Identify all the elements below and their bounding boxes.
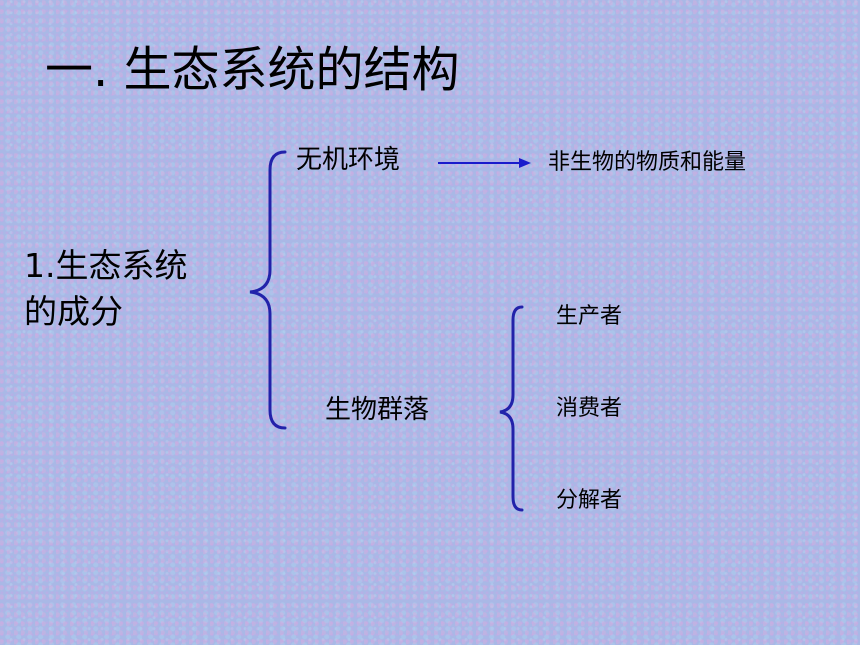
producer-label: 生产者 [556,304,623,329]
community-brace [499,305,524,512]
biotic-community-label: 生物群落 [325,395,430,425]
main-label-line-1: 1.生态系统 [24,246,188,285]
main-label-line-2: 的成分 [24,292,123,331]
slide-title: 一. 生态系统的结构 [45,42,460,98]
arrow-head [519,158,531,168]
abiotic-environment-label: 无机环境 [296,145,401,175]
consumer-label: 消费者 [556,396,623,421]
abiotic-description: 非生物的物质和能量 [548,150,747,175]
decomposer-label: 分解者 [556,488,623,513]
ecosystem-components-label: 1.生态系统 的成分 [24,243,188,335]
main-brace [249,150,287,430]
